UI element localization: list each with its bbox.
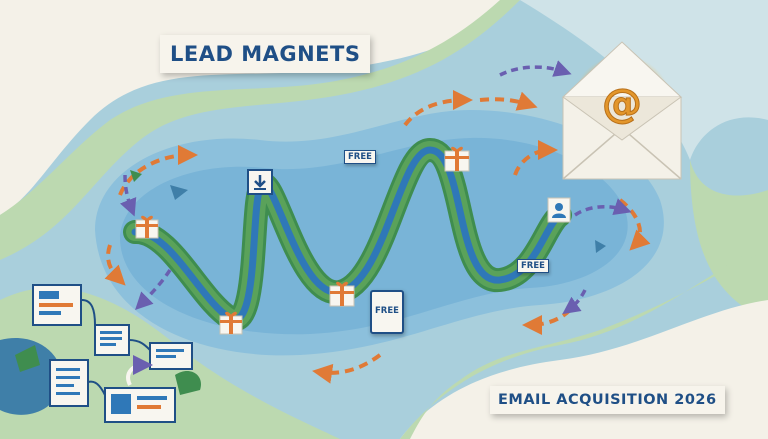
paper-triangle xyxy=(170,185,188,200)
arrow-purple-3 xyxy=(135,269,172,310)
free-tag: FREE xyxy=(344,150,376,164)
arrow-orange-8 xyxy=(104,244,126,286)
arrow-purple-1 xyxy=(499,60,572,77)
arrow-orange-1 xyxy=(118,145,198,196)
paper-layer-green-top xyxy=(0,0,520,260)
paper-triangle xyxy=(130,170,142,182)
arrow-orange-3 xyxy=(479,91,538,111)
arrow-purple-4 xyxy=(562,289,587,315)
envelope-icon: @ xyxy=(561,41,683,180)
gift-icon xyxy=(329,281,355,307)
arrow-orange-7 xyxy=(312,353,382,384)
download-icon xyxy=(247,169,273,195)
document-icon xyxy=(49,359,89,407)
gift-icon xyxy=(444,146,470,172)
arrow-purple-5 xyxy=(119,174,137,217)
free-tag: FREE xyxy=(517,259,549,273)
gift-icon xyxy=(219,311,243,335)
tablet-free-label: FREE xyxy=(375,306,399,316)
title: LEAD MAGNETS xyxy=(160,35,371,73)
arrow-orange-4 xyxy=(513,140,558,176)
user-icon xyxy=(547,197,571,223)
gift-icon xyxy=(135,215,159,239)
paper-layer-top-left xyxy=(0,0,520,215)
document-cluster xyxy=(0,284,201,423)
document-icon xyxy=(104,387,176,423)
subtitle: EMAIL ACQUISITION 2026 xyxy=(490,386,725,414)
document-icon xyxy=(94,324,130,356)
arrow-purple-2 xyxy=(574,198,632,217)
arrow-orange-2 xyxy=(403,90,473,127)
envelope-at-symbol: @ xyxy=(602,81,642,127)
tablet-icon: FREE xyxy=(370,290,404,334)
paper-triangle xyxy=(595,240,606,253)
paper-layer-green-right xyxy=(690,160,768,320)
document-icon xyxy=(149,342,193,370)
document-icon xyxy=(32,284,82,326)
